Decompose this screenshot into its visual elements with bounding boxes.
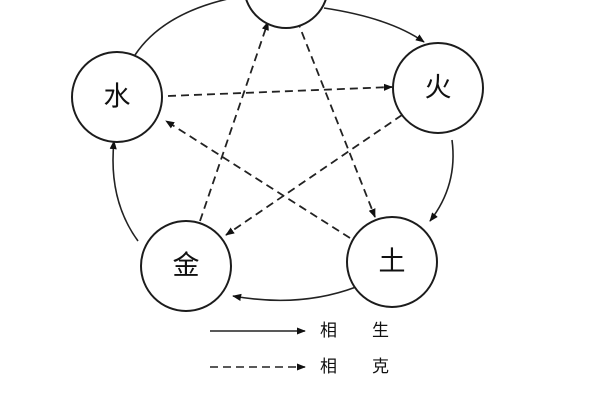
node-water: 水 xyxy=(71,51,163,143)
legend: 相 生 相 克 xyxy=(210,321,389,377)
legend-generate-char-1: 相 xyxy=(320,321,337,341)
node-metal-label: 金 xyxy=(173,251,200,282)
legend-generate-char-2: 生 xyxy=(372,321,389,341)
node-metal: 金 xyxy=(140,220,232,312)
generate-arrow-earth-to-metal xyxy=(232,286,357,302)
node-wood xyxy=(245,0,327,29)
node-fire-label: 火 xyxy=(425,73,452,104)
overcome-arrow-water-to-fire xyxy=(167,83,393,97)
generate-arrow-fire-to-earth xyxy=(429,139,454,222)
generate-arrow-water-to-wood xyxy=(134,0,228,56)
legend-overcome-char-2: 克 xyxy=(372,357,389,377)
node-earth: 土 xyxy=(346,216,438,308)
overcome-arrow-earth-to-water xyxy=(165,120,351,239)
generate-arrow-metal-to-water xyxy=(109,140,139,242)
overcome-arrow-fire-to-metal xyxy=(225,114,403,236)
legend-overcome-char-1: 相 xyxy=(320,357,337,377)
overcome-arrow-wood-to-earth xyxy=(296,19,376,218)
node-earth-label: 土 xyxy=(379,247,406,278)
node-water-label: 水 xyxy=(104,82,131,113)
generate-arrow-wood-to-fire xyxy=(323,7,425,43)
node-fire: 火 xyxy=(392,42,484,134)
overcome-arrow-metal-to-wood xyxy=(199,21,269,222)
